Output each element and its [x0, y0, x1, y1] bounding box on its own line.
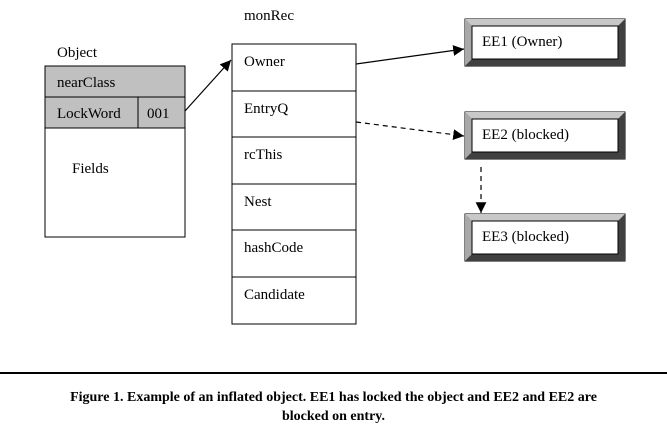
bevel-dark	[465, 59, 625, 66]
monitor-row-candidate: Candidate	[244, 287, 305, 303]
thread-face	[471, 118, 619, 153]
bevel-light	[465, 112, 472, 159]
monitor-row-nest: Nest	[244, 194, 272, 210]
figure-caption: Figure 1. Example of an inflated object.…	[0, 388, 667, 426]
bevel-light	[465, 19, 472, 66]
thread-box-ee2: EE2 (blocked)	[464, 111, 626, 160]
bevel-dark	[465, 152, 625, 159]
lock-word-value: 001	[147, 106, 170, 122]
bevel-dark	[465, 254, 625, 261]
monitor-row-hashcode: hashCode	[244, 240, 304, 256]
thread-label-ee1: EE1 (Owner)	[482, 34, 562, 50]
arrow-lockword-to-monrec	[184, 59, 232, 112]
caption-line-1: Figure 1. Example of an inflated object.…	[70, 390, 597, 405]
thread-box-ee1: EE1 (Owner)	[464, 18, 626, 67]
arrow-owner-to-ee1	[355, 45, 465, 65]
bevel-light	[465, 214, 625, 221]
bevel-dark	[618, 214, 625, 261]
bevel-light	[465, 112, 625, 119]
thread-box-ee3: EE3 (blocked)	[464, 213, 626, 262]
bevel-dark	[618, 19, 625, 66]
monitor-row-owner: Owner	[244, 54, 285, 70]
near-class-label: nearClass	[57, 75, 115, 91]
lock-word-label: LockWord	[57, 106, 121, 122]
bevel-dark	[618, 112, 625, 159]
thread-face	[471, 25, 619, 60]
bevel-light	[465, 214, 472, 261]
object-box: nearClass LockWord 001 Fields	[44, 65, 186, 238]
monitor-box: Owner EntryQ rcThis Nest hashCode Candid…	[231, 43, 357, 325]
arrow-entryq-to-ee2	[355, 121, 465, 140]
caption-line-2: blocked on entry.	[281, 409, 386, 424]
lock-word-cell	[44, 96, 186, 129]
monitor-row-entryq: EntryQ	[244, 101, 288, 117]
thread-label-ee3: EE3 (blocked)	[482, 229, 569, 245]
thread-label-ee2: EE2 (blocked)	[482, 127, 569, 143]
bevel-light	[465, 19, 625, 26]
inflated-object-diagram: Object nearClass LockWord 001 Fields mon…	[0, 8, 667, 374]
near-class-cell	[44, 65, 186, 98]
fields-label: Fields	[72, 161, 109, 177]
monitor-title: monRec	[244, 8, 294, 24]
object-title: Object	[57, 45, 98, 61]
thread-face	[471, 220, 619, 255]
monitor-row-rcthis: rcThis	[244, 147, 282, 163]
